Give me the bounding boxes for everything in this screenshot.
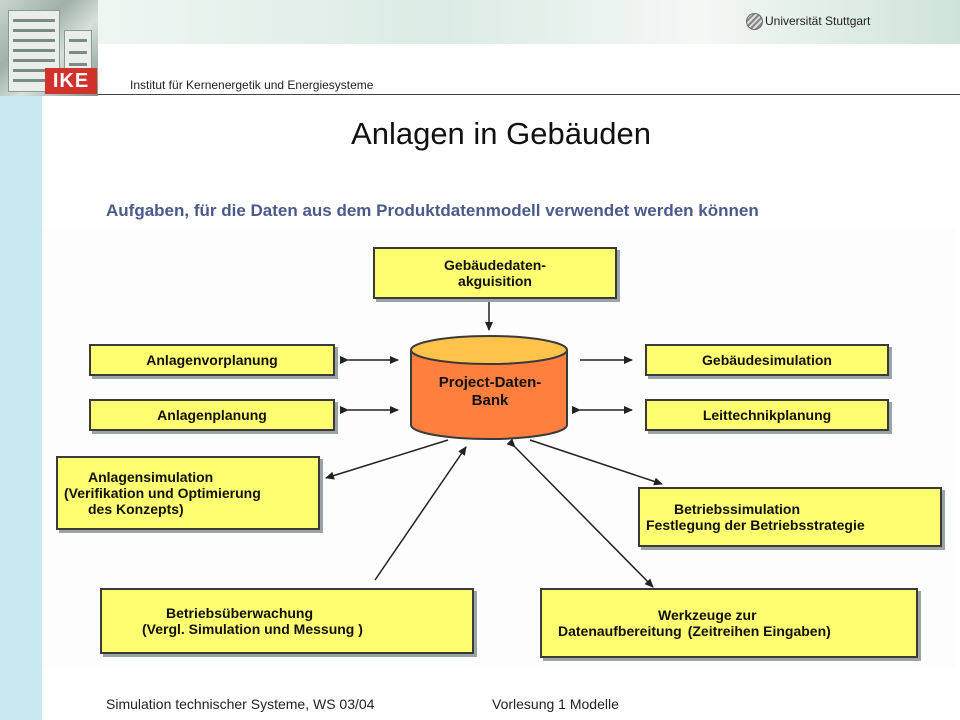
box-tools-line1: Werkzeuge zur bbox=[658, 607, 757, 623]
box-acquisition: Gebäudedaten- akguisition bbox=[373, 247, 617, 299]
box-operation-simulation-line2: Festlegung der Betriebsstrategie bbox=[646, 517, 865, 533]
database-label-line2: Bank bbox=[471, 392, 509, 409]
box-monitoring: Betriebsüberwachung (Vergl. Simulation u… bbox=[100, 588, 474, 654]
database-label-line1: Project-Daten- bbox=[438, 374, 542, 391]
slide-subtitle: Aufgaben, für die Daten aus dem Produktd… bbox=[106, 201, 759, 220]
footer-course: Simulation technischer Systeme, WS 03/04 bbox=[106, 696, 375, 712]
box-planning-label: Anlagenplanung bbox=[157, 407, 267, 423]
box-control-planning-label: Leittechnikplanung bbox=[702, 407, 832, 423]
box-pre-planning: Anlagenvorplanung bbox=[89, 344, 335, 376]
box-operation-simulation-line1: Betriebssimulation bbox=[674, 501, 801, 517]
box-plant-simulation-line3: des Konzepts) bbox=[88, 501, 184, 517]
institute-name: Institut für Kernenergetik und Energiesy… bbox=[130, 78, 374, 92]
footer-lecture: Vorlesung 1 Modelle bbox=[492, 696, 619, 712]
ike-logo: IKE bbox=[45, 68, 97, 94]
university-name: Universität Stuttgart bbox=[765, 14, 871, 28]
arrow-monitoring-db bbox=[374, 446, 467, 581]
box-monitoring-line1: Betriebsüberwachung bbox=[166, 605, 314, 621]
box-acquisition-line2: akguisition bbox=[458, 273, 532, 289]
box-tools-line2: Datenaufbereitung bbox=[558, 623, 682, 639]
box-building-simulation-label: Gebäudesimulation bbox=[702, 352, 832, 368]
box-monitoring-line2: (Vergl. Simulation und Messung ) bbox=[142, 621, 363, 637]
box-plant-simulation-line1: Anlagensimulation bbox=[88, 469, 214, 485]
arrow-tools-db bbox=[506, 438, 654, 588]
university-logo-icon bbox=[746, 13, 763, 30]
header-banner-image bbox=[98, 0, 960, 44]
box-acquisition-line1: Gebäudedaten- bbox=[444, 257, 546, 273]
box-tools: Werkzeuge zur Datenaufbereitung (Zeitrei… bbox=[540, 588, 918, 658]
arrow-db-plantsim bbox=[325, 439, 449, 480]
slide-title: Anlagen in Gebäuden bbox=[351, 116, 651, 151]
box-tools-line3: (Zeitreihen Eingaben) bbox=[687, 623, 831, 639]
database-label: Project-Daten- Bank bbox=[412, 374, 568, 410]
header-divider bbox=[98, 94, 960, 95]
arrow-db-operationsim bbox=[529, 439, 663, 486]
left-sidebar-strip bbox=[0, 0, 42, 720]
box-operation-simulation: Betriebssimulation Festlegung der Betrie… bbox=[638, 487, 942, 547]
box-planning: Anlagenplanung bbox=[89, 399, 335, 431]
database-cylinder bbox=[410, 335, 568, 440]
box-plant-simulation: Anlagensimulation (Verifikation und Opti… bbox=[56, 456, 320, 530]
box-pre-planning-label: Anlagenvorplanung bbox=[146, 352, 278, 368]
box-plant-simulation-line2: (Verifikation und Optimierung bbox=[64, 485, 261, 501]
box-building-simulation: Gebäudesimulation bbox=[645, 344, 889, 376]
box-control-planning: Leittechnikplanung bbox=[645, 399, 889, 431]
